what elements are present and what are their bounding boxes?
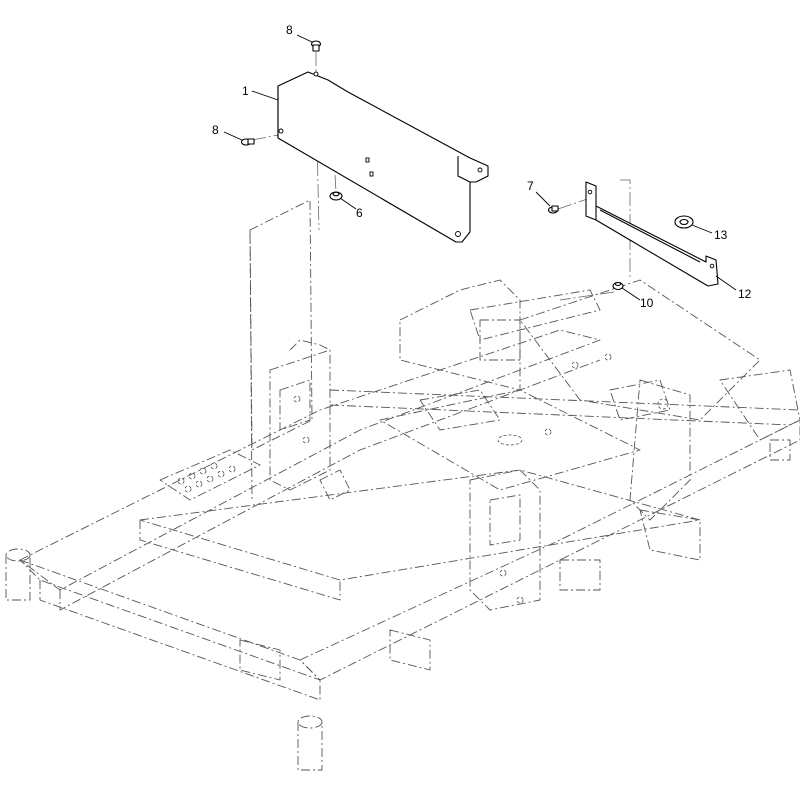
callout-8-left: 8 (212, 123, 219, 137)
mower-frame-phantom (5, 199, 800, 771)
leader-lines (223, 34, 737, 301)
callout-12: 12 (738, 287, 752, 301)
callout-7: 7 (527, 179, 534, 193)
part-6-nut (329, 191, 343, 201)
part-13-grommet (674, 215, 694, 229)
callout-labels: 8 1 8 6 7 10 12 13 (212, 23, 752, 310)
alignment-lines (251, 52, 631, 301)
callout-1: 1 (242, 84, 249, 98)
callout-10: 10 (640, 296, 654, 310)
part-7-bolt (547, 205, 559, 214)
part-8-bolt-left (240, 138, 255, 146)
callout-13: 13 (714, 228, 728, 242)
frame-holes-phantom (177, 353, 669, 604)
part-10-nut (612, 281, 624, 291)
part-8-bolt-top (310, 40, 322, 52)
part-1-plate (277, 71, 489, 243)
callout-8-top: 8 (286, 23, 293, 37)
callout-6: 6 (356, 206, 363, 220)
part-12-bracket (585, 181, 719, 287)
